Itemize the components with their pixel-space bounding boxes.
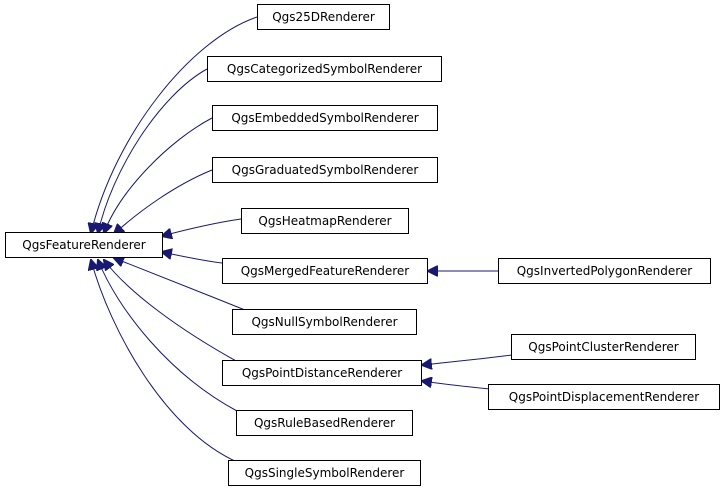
node-qgs-inverted-polygon-renderer[interactable]: QgsInvertedPolygonRenderer [498, 258, 711, 284]
node-qgs-feature-renderer[interactable]: QgsFeatureRenderer [5, 232, 163, 258]
node-qgs-point-displacement-renderer[interactable]: QgsPointDisplacementRenderer [488, 384, 720, 410]
edge-heatmap-to-feature-renderer [162, 218, 242, 236]
node-qgs-embedded-symbol-renderer[interactable]: QgsEmbeddedSymbolRenderer [212, 105, 438, 131]
edge-categorized-to-feature-renderer [98, 68, 208, 233]
node-qgs-rule-based-renderer[interactable]: QgsRuleBasedRenderer [236, 410, 413, 436]
node-qgs-graduated-symbol-renderer[interactable]: QgsGraduatedSymbolRenderer [212, 157, 438, 183]
node-qgs-heatmap-renderer[interactable]: QgsHeatmapRenderer [241, 208, 409, 234]
edge-null-symbol-to-feature-renderer [114, 258, 246, 311]
node-qgs-25d-renderer[interactable]: Qgs25DRenderer [257, 4, 390, 30]
edge-point-displacement-to-point-distance [422, 381, 491, 390]
edge-graduated-to-feature-renderer [114, 169, 213, 234]
edge-embedded-to-feature-renderer [104, 117, 213, 233]
node-qgs-null-symbol-renderer[interactable]: QgsNullSymbolRenderer [232, 309, 417, 335]
node-qgs-categorized-symbol-renderer[interactable]: QgsCategorizedSymbolRenderer [207, 56, 442, 82]
edge-single-symbol-to-feature-renderer [91, 260, 238, 463]
node-qgs-point-distance-renderer[interactable]: QgsPointDistanceRenderer [222, 360, 422, 386]
node-qgs-single-symbol-renderer[interactable]: QgsSingleSymbolRenderer [228, 460, 421, 486]
edge-point-cluster-to-point-distance [422, 354, 513, 365]
edge-point-distance-to-feature-renderer [104, 260, 239, 363]
node-qgs-point-cluster-renderer[interactable]: QgsPointClusterRenderer [511, 334, 696, 360]
edge-merged-to-feature-renderer [162, 252, 223, 264]
edge-25d-to-feature-renderer [91, 16, 258, 233]
node-qgs-merged-feature-renderer[interactable]: QgsMergedFeatureRenderer [222, 258, 428, 284]
edge-rule-based-to-feature-renderer [98, 260, 238, 412]
